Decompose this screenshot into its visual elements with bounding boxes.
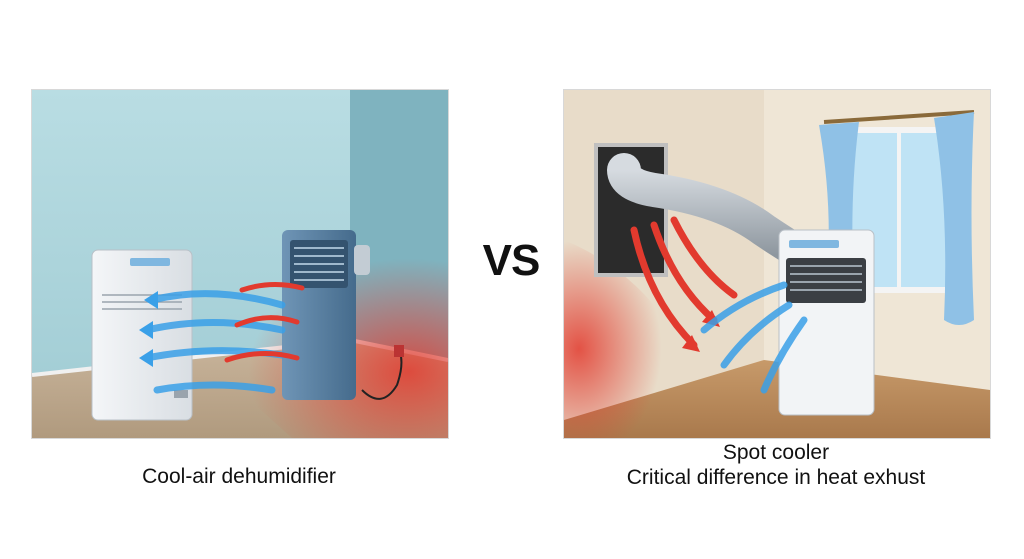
dehumidifier-unit [91,249,193,421]
exhaust-unit [282,230,404,400]
cool-air-arrows [700,281,808,394]
hot-air-zone [564,240,714,438]
dehumidifier-illustration [31,89,449,439]
curtain-right [934,112,974,325]
cool-arrow-heads [139,291,158,367]
spot-cooler-illustration [563,89,991,439]
hot-air-arrows [224,282,305,363]
spot-cooler-caption: Spot cooler [722,441,830,464]
dehumidifier-scene [32,90,448,438]
versus-label: VS [482,236,541,285]
spot-cooler-unit [778,229,875,416]
hot-air-arrows [630,216,738,349]
power-outlet-icon [394,345,404,357]
spot-cooler-scene [564,90,990,438]
dehumidifier-caption: Cool-air dehumidifier [142,465,336,488]
cool-air-arrows [143,290,286,394]
heat-exhaust-caption: Critical difference in heat exhust [626,466,926,489]
